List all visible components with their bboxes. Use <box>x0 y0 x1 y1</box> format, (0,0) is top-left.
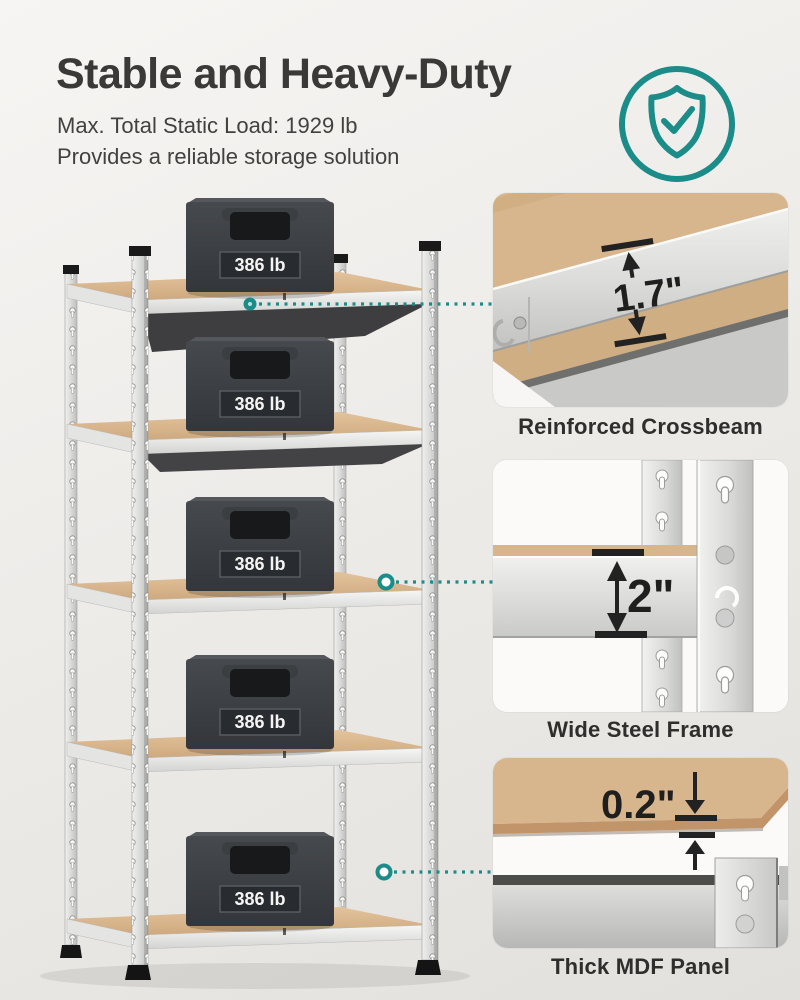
caption-crossbeam: Reinforced Crossbeam <box>518 414 763 439</box>
weight-label: 386 lb <box>234 889 285 909</box>
frame-measurement: 2" <box>627 570 674 622</box>
shelf-post-front-left <box>125 246 151 980</box>
floor-shadow <box>40 963 470 989</box>
crossbeam-measurement: 1.7" <box>611 269 687 320</box>
callout-card-panel: 0.2" <box>493 758 788 948</box>
frame-measure-arrow <box>592 549 647 638</box>
weight-block-3: 386 lb <box>186 497 334 598</box>
subtitle-line-1: Max. Total Static Load: 1929 lb <box>57 113 358 138</box>
weight-block-4: 386 lb <box>186 655 334 756</box>
page-subtitle: Max. Total Static Load: 1929 lb Provides… <box>57 110 527 172</box>
shelving-unit-illustration: 386 lb 386 lb <box>40 198 470 989</box>
caption-panel: Thick MDF Panel <box>550 954 731 979</box>
weight-block-2: 386 lb <box>186 337 334 438</box>
weight-block-5: 386 lb <box>186 832 334 932</box>
subtitle-line-2: Provides a reliable storage solution <box>57 144 400 169</box>
panel-bracket <box>714 857 788 948</box>
weight-label: 386 lb <box>234 554 285 574</box>
panel-detail-image: 0.2" <box>493 758 788 948</box>
callout-card-crossbeam: 1.7" <box>493 193 788 407</box>
weight-label: 386 lb <box>234 712 285 732</box>
weight-label: 386 lb <box>234 255 285 275</box>
page-title: Stable and Heavy-Duty <box>56 50 512 98</box>
crossbeam-detail-image: 1.7" <box>493 193 788 407</box>
caption-frame: Wide Steel Frame <box>547 717 734 742</box>
panel-measure-arrow <box>675 772 717 870</box>
shield-check-icon <box>619 66 735 182</box>
shelf-post-back-left <box>60 265 82 958</box>
weight-label: 386 lb <box>234 394 285 414</box>
panel-measurement: 0.2" <box>601 783 676 827</box>
crossbeam-measure-arrow <box>601 238 667 348</box>
weight-block-1: 386 lb <box>186 198 334 299</box>
frame-detail-image: 2" <box>493 460 788 712</box>
shelf-post-front-right <box>415 241 441 975</box>
callout-card-frame: 2" <box>493 460 788 712</box>
